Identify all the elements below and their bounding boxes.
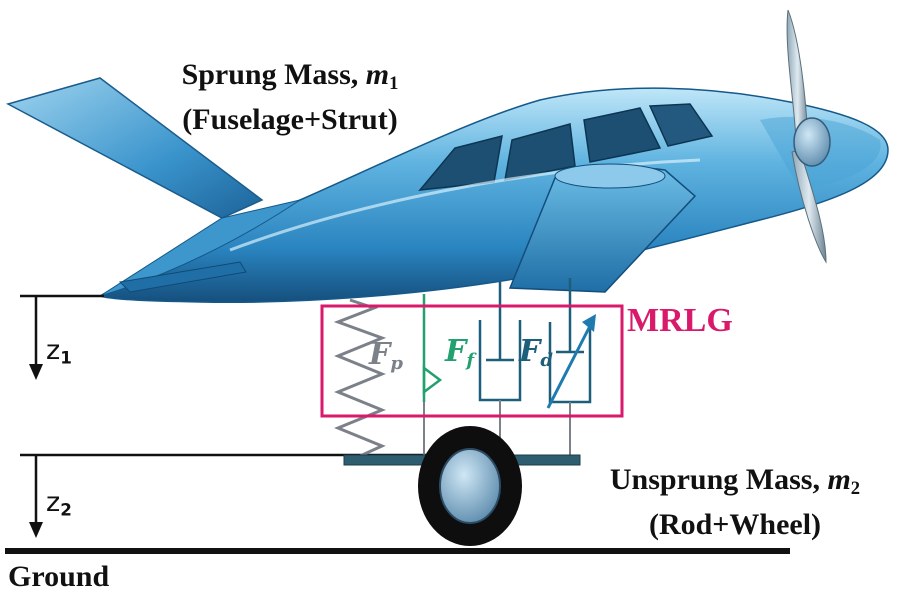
wheel-icon <box>418 426 522 546</box>
damping-force-label: Fd <box>519 334 553 372</box>
z1-arrow-head <box>29 364 43 380</box>
z1-label: z1 <box>46 335 72 368</box>
unsprung-mass-line2: (Rod+Wheel) <box>648 508 822 542</box>
mrlg-label: MRLG <box>627 302 733 339</box>
tail-fin <box>6 77 264 219</box>
ground-label: Ground <box>8 560 110 593</box>
sprung-mass-line2: (Fuselage+Strut) <box>182 103 398 137</box>
sprung-mass-label: Sprung Mass, m1 (Fuselage+Strut) <box>160 57 420 138</box>
horizontal-stabilizer <box>118 261 247 293</box>
sprung-mass-line1: Sprung Mass, m1 <box>181 58 399 95</box>
cabin-windows <box>418 103 714 191</box>
fuselage-body <box>98 87 889 304</box>
z2-arrow-head <box>29 522 43 538</box>
z2-label: z2 <box>46 487 72 520</box>
variable-damper-icon <box>546 278 596 456</box>
unsprung-mass-label: Unsprung Mass, m2 (Rod+Wheel) <box>580 462 890 543</box>
damper-icon <box>478 282 522 456</box>
spring-force-label: Fp <box>369 337 403 375</box>
friction-force-label: Ff <box>445 334 475 372</box>
airplane-illustration <box>6 77 889 304</box>
unsprung-mass-line1: Unsprung Mass, m2 <box>609 463 861 500</box>
friction-element-icon <box>422 294 443 456</box>
mrlg-box <box>320 304 624 418</box>
propeller-icon <box>786 9 831 264</box>
spring-icon <box>333 298 387 458</box>
